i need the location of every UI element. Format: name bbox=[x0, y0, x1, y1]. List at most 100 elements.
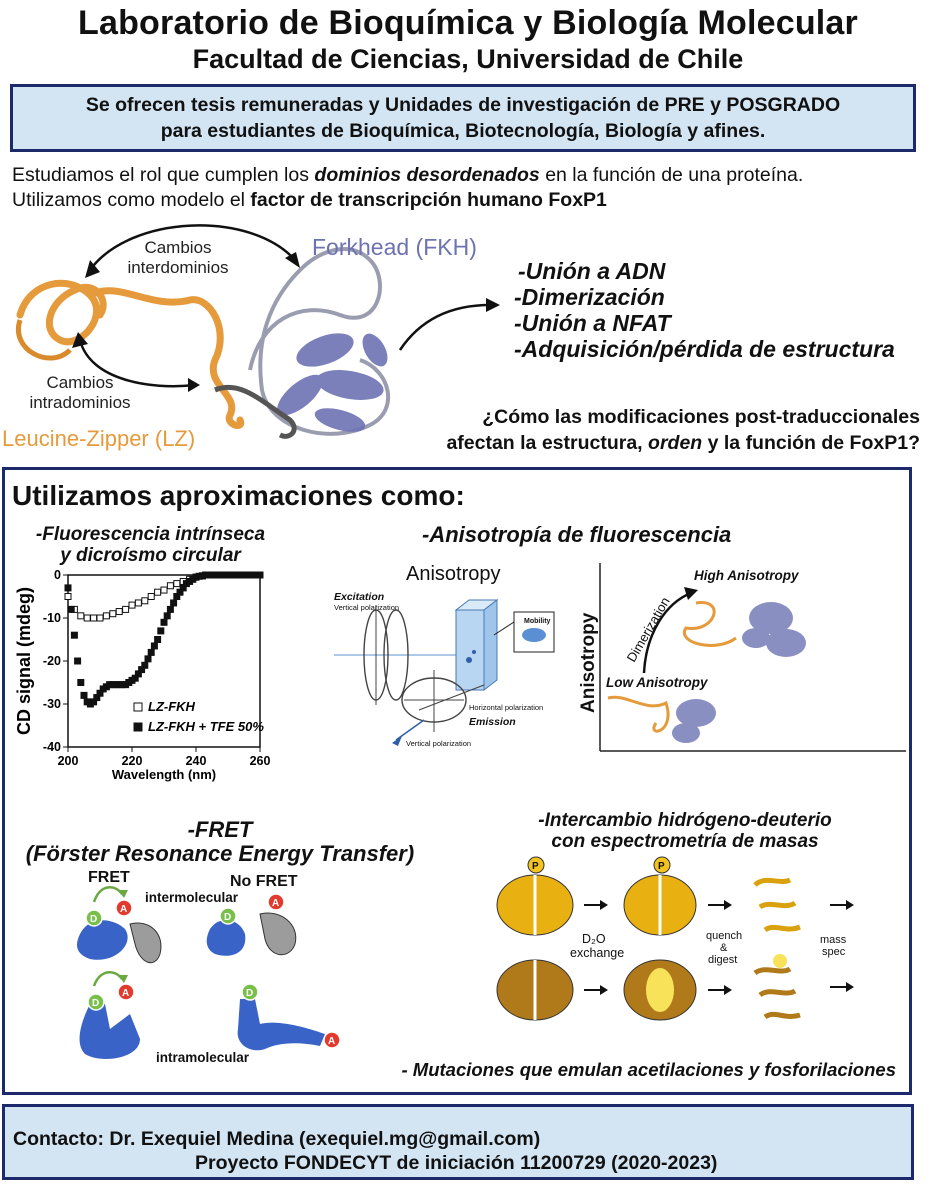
data-point bbox=[134, 599, 142, 607]
question-text-a: afectan la estructura, bbox=[446, 432, 649, 454]
data-point bbox=[96, 614, 104, 622]
fret-title-2: (Förster Resonance Energy Transfer) bbox=[25, 841, 415, 866]
data-point bbox=[237, 571, 245, 579]
data-point bbox=[122, 605, 130, 613]
data-point bbox=[160, 618, 168, 626]
y-tick-label: -40 bbox=[43, 740, 61, 754]
svg-text:D: D bbox=[90, 914, 97, 925]
cuvette bbox=[455, 609, 485, 691]
data-point bbox=[224, 571, 232, 579]
anisotropy-axis-label: Anisotropy bbox=[578, 612, 599, 713]
data-point bbox=[83, 614, 91, 622]
data-point bbox=[154, 588, 162, 596]
fret-label: FRET bbox=[88, 869, 130, 886]
intro-text-a: Estudiamos el rol que cumplen los bbox=[12, 164, 315, 186]
legend-marker bbox=[133, 702, 143, 712]
y-tick-label: -10 bbox=[43, 611, 61, 625]
d2o-label: D₂O bbox=[582, 932, 606, 946]
intro-line-1: Estudiamos el rol que cumplen los domini… bbox=[12, 163, 803, 188]
dimer-structure bbox=[682, 601, 737, 647]
intro-text-d: Utilizamos como modelo el bbox=[12, 189, 251, 211]
legend-label: LZ-FKH bbox=[148, 699, 196, 714]
data-point bbox=[74, 657, 82, 665]
acceptor-marker: A bbox=[323, 1031, 341, 1049]
data-point bbox=[150, 642, 158, 650]
y-tick-label: 0 bbox=[54, 568, 61, 582]
data-point bbox=[128, 601, 136, 609]
fkh-structure bbox=[248, 247, 390, 436]
data-point bbox=[144, 655, 152, 663]
data-point bbox=[147, 648, 155, 656]
vertical-polarization-label-2: Vertical polarization bbox=[406, 739, 471, 748]
data-point bbox=[230, 571, 238, 579]
donor-marker: D bbox=[85, 909, 103, 927]
data-point bbox=[141, 661, 149, 669]
fret-title: -FRET (Förster Resonance Energy Transfer… bbox=[10, 818, 430, 866]
phospho-marker: P bbox=[653, 856, 671, 874]
research-question: ¿Cómo las modificaciones post-traduccion… bbox=[446, 404, 920, 456]
data-point bbox=[218, 571, 226, 579]
no-fret-label: No FRET bbox=[230, 873, 298, 890]
contact-line: Contacto: Dr. Exequiel Medina (exequiel.… bbox=[13, 1128, 541, 1150]
fkh-helices bbox=[277, 333, 388, 432]
question-line-1: ¿Cómo las modificaciones post-traduccion… bbox=[482, 406, 920, 428]
offer-banner: Se ofrecen tesis remuneradas y Unidades … bbox=[10, 84, 916, 152]
hdx-title: -Intercambio hidrógeno-deuterio con espe… bbox=[470, 810, 900, 852]
svg-text:A: A bbox=[120, 904, 127, 915]
dimerization-arrow bbox=[642, 591, 692, 674]
fluorescence-title: -Fluorescencia intrínseca y dicroísmo ci… bbox=[18, 524, 283, 566]
interdomain-label: Cambios interdominios bbox=[118, 238, 238, 278]
anisotropy-schematic-title: Anisotropy bbox=[406, 563, 501, 585]
y-tick-label: -20 bbox=[43, 654, 61, 668]
anisotropy-graph: Anisotropy High Anisotropy Low Anisotrop… bbox=[578, 563, 906, 752]
data-point bbox=[243, 571, 251, 579]
data-point bbox=[115, 608, 123, 616]
quench-amp-label: & bbox=[720, 942, 728, 954]
mass-label: mass bbox=[820, 934, 847, 946]
legend-marker bbox=[133, 722, 143, 732]
approaches-heading: Utilizamos aproximaciones como: bbox=[12, 480, 465, 511]
data-point bbox=[109, 610, 117, 618]
data-point bbox=[141, 597, 149, 605]
dimerization-label: Dimerization bbox=[624, 594, 673, 664]
hdx-diagram: P P D₂O exchange quench & digest mass sp… bbox=[496, 856, 854, 1021]
fluorescence-title-2: y dicroísmo circular bbox=[60, 545, 241, 566]
legend-label: LZ-FKH + TFE 50% bbox=[148, 719, 264, 734]
data-point bbox=[166, 605, 174, 613]
exchange-label: exchange bbox=[570, 946, 624, 960]
acceptor-marker: A bbox=[115, 899, 133, 917]
interdomain-label-1: Cambios bbox=[144, 238, 212, 257]
acceptor-marker: A bbox=[267, 893, 285, 911]
fkh-label: Forkhead (FKH) bbox=[312, 234, 477, 260]
data-point bbox=[90, 614, 98, 622]
question-line-2: afectan la estructura, orden y la funció… bbox=[446, 430, 920, 456]
intramolecular-label: intramolecular bbox=[156, 1050, 250, 1065]
contact-banner: Contacto: Dr. Exequiel Medina (exequiel.… bbox=[2, 1104, 914, 1180]
mobility-label: Mobility bbox=[524, 618, 551, 625]
quench-label: quench bbox=[706, 930, 742, 942]
low-anisotropy-label: Low Anisotropy bbox=[606, 675, 709, 690]
data-point bbox=[102, 612, 110, 620]
offer-line-2: para estudiantes de Bioquímica, Biotecno… bbox=[160, 120, 766, 142]
data-point bbox=[170, 599, 178, 607]
emission-label: Emission bbox=[469, 716, 516, 728]
lz-label: Leucine-Zipper (LZ) bbox=[2, 426, 196, 451]
data-point bbox=[173, 580, 181, 588]
svg-text:D: D bbox=[92, 998, 99, 1009]
data-point bbox=[154, 636, 162, 643]
acceptor-marker: A bbox=[117, 983, 135, 1001]
question-emphasis: orden bbox=[648, 432, 703, 454]
intradomain-label: Cambios intradominios bbox=[20, 373, 140, 413]
data-point bbox=[77, 612, 85, 620]
intro-line-2: Utilizamos como modelo el factor de tran… bbox=[12, 188, 803, 213]
intro-emphasis: dominios desordenados bbox=[314, 164, 540, 186]
approaches-panel bbox=[2, 467, 912, 1095]
intradomain-arrow bbox=[78, 339, 196, 388]
high-anisotropy-label: High Anisotropy bbox=[694, 568, 800, 583]
donor-marker: D bbox=[241, 983, 259, 1001]
data-point bbox=[80, 691, 88, 699]
x-axis-label: Wavelength (nm) bbox=[112, 767, 216, 782]
interdomain-arrow bbox=[88, 224, 296, 271]
function-item: -Dimerización bbox=[514, 284, 665, 310]
